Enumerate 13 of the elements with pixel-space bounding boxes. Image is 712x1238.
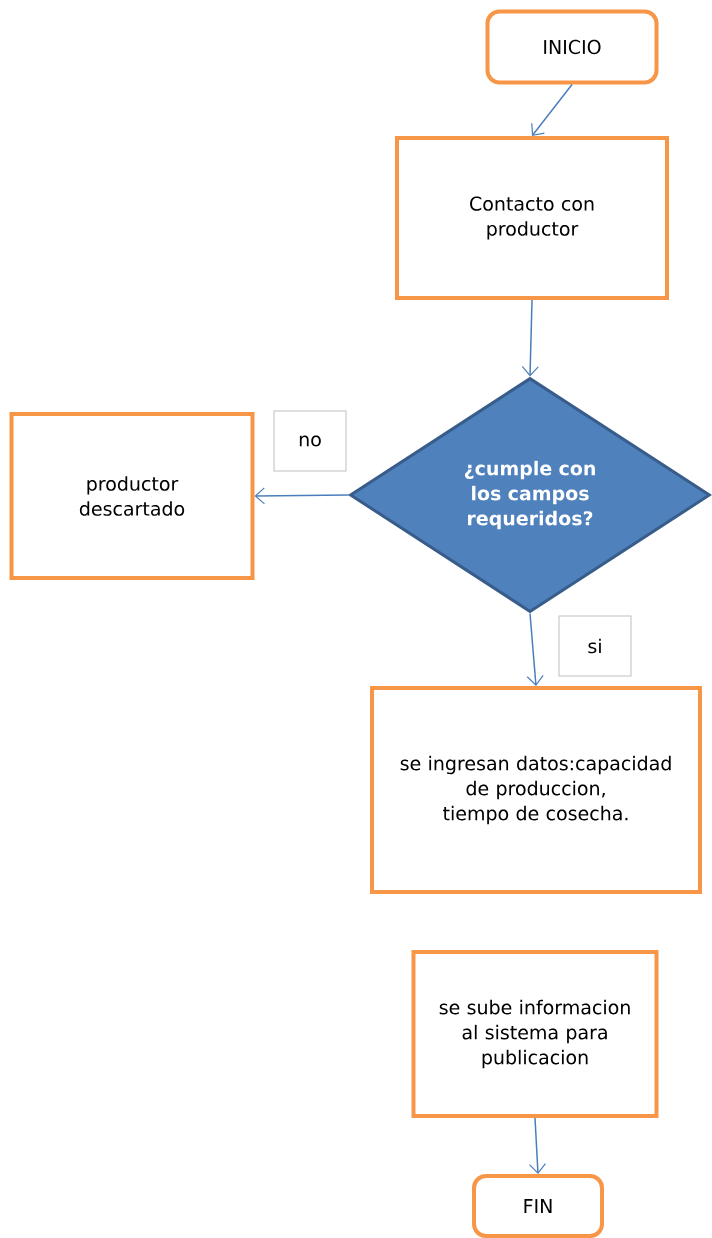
- process-box: se sube informacion al sistema para publicacion: [411, 950, 659, 1118]
- edge-label: no: [273, 410, 347, 472]
- arrow: [531, 83, 573, 136]
- arrow: [528, 1117, 547, 1174]
- terminal-box: INICIO: [485, 9, 659, 85]
- process-box: se ingresan datos:capacidad de produccion, tiempo de cosecha.: [370, 686, 702, 894]
- arrow: [254, 487, 350, 505]
- process-box: Contacto con productor: [395, 136, 669, 300]
- terminal-box: FIN: [472, 1174, 604, 1238]
- edge-label: si: [558, 615, 632, 677]
- process-box: productor descartado: [9, 412, 255, 580]
- arrow: [521, 299, 539, 377]
- arrow: [526, 612, 544, 686]
